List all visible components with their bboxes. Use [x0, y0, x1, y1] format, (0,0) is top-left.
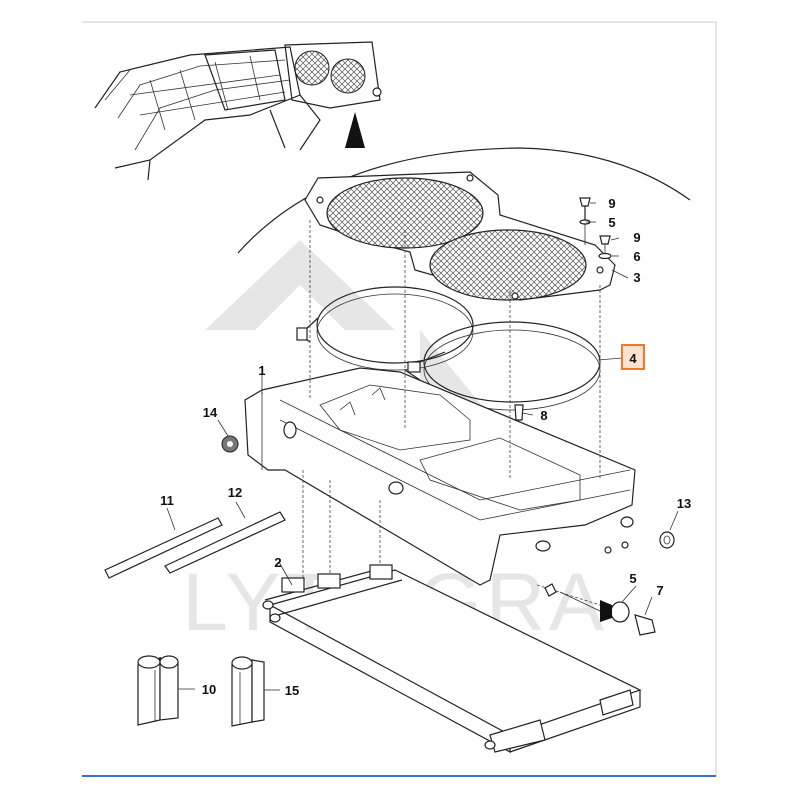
hardware [221, 197, 675, 636]
callout-10: 10 [202, 682, 216, 697]
callout-9-lower: 9 [633, 230, 640, 245]
callout-12: 12 [228, 485, 242, 500]
callout-11: 11 [160, 493, 174, 508]
fan-housing [244, 367, 636, 586]
callout-5-upper: 5 [608, 215, 615, 230]
callout-13: 13 [677, 496, 691, 511]
pointer-arrow [345, 112, 365, 148]
detail-cut-arc [237, 147, 691, 254]
attachment-wedge-icon [600, 600, 612, 622]
highlight-box [621, 344, 645, 370]
callout-4: 4 [629, 351, 637, 366]
callout-14: 14 [203, 405, 218, 420]
assembly-guide-lines [302, 200, 606, 606]
lower-fan-grille [429, 229, 587, 301]
callout-5-lower: 5 [629, 571, 636, 586]
callout-labels: 1 2 3 4 5 5 6 7 8 9 9 10 11 12 13 14 15 [160, 196, 691, 698]
callout-8: 8 [540, 408, 547, 423]
callout-4-highlight[interactable]: 4 [621, 344, 645, 370]
callout-15: 15 [285, 683, 299, 698]
vehicle-roof-thumbnail [94, 41, 382, 181]
callout-7: 7 [656, 583, 663, 598]
seal-profile-15 [231, 656, 265, 727]
callout-3: 3 [633, 270, 640, 285]
callout-1: 1 [258, 363, 265, 378]
fan-shroud-plate [304, 171, 616, 301]
callout-2: 2 [274, 555, 281, 570]
seal-profile-10 [137, 655, 179, 726]
callout-leaders [166, 202, 679, 691]
callout-6: 6 [633, 249, 640, 264]
seal-strips [104, 511, 286, 579]
condenser-core [262, 564, 642, 754]
callout-9-upper: 9 [608, 196, 615, 211]
